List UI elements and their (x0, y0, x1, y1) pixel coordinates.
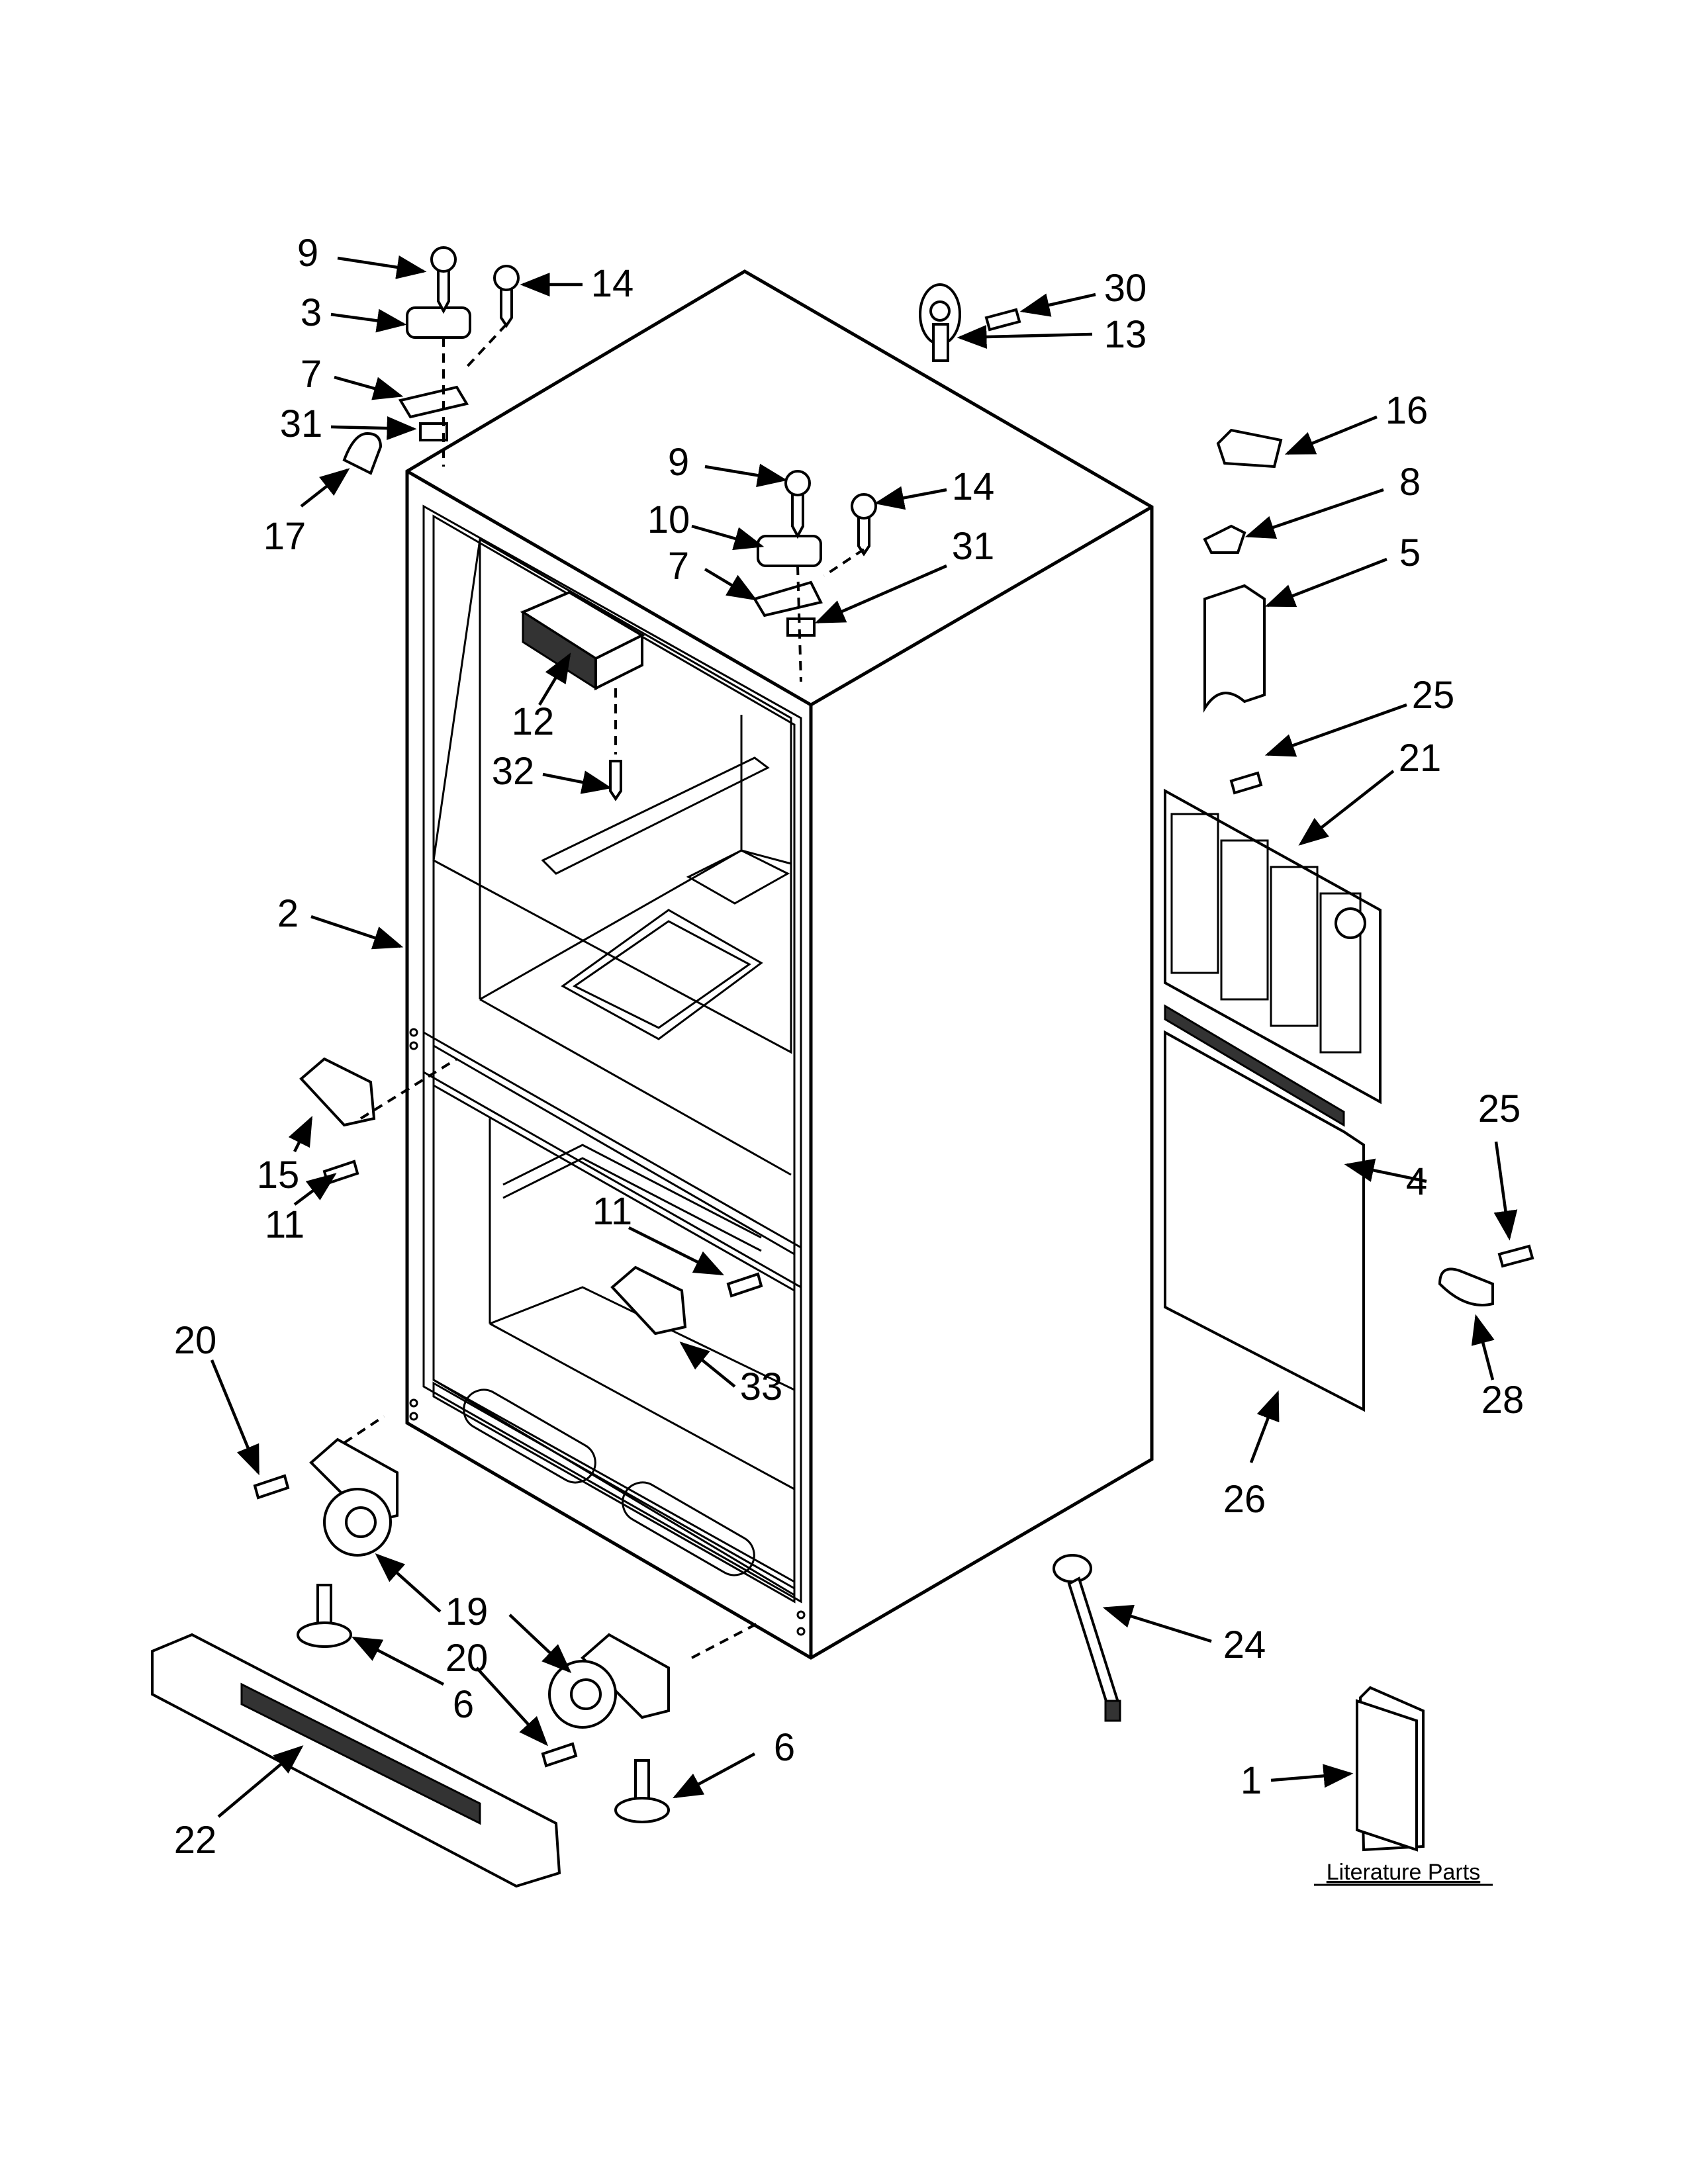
part-21-grille (1164, 771, 1382, 1105)
label-17: 17 (263, 515, 306, 558)
label-19: 19 (445, 1590, 489, 1633)
label-1: 1 (1241, 1759, 1262, 1802)
label-26: 26 (1223, 1478, 1266, 1521)
label-14-top-center: 14 (952, 465, 995, 508)
part-1-literature (1356, 1686, 1425, 1852)
label-8: 8 (1399, 461, 1421, 504)
part-24-wrench (1053, 1554, 1121, 1722)
label-20-left: 20 (174, 1319, 217, 1362)
label-7-top-left: 7 (301, 353, 322, 396)
top-hinge-left (398, 246, 520, 467)
roller-right (541, 1620, 762, 1823)
part-12-32 (520, 590, 645, 801)
part-15-11 (299, 1057, 458, 1185)
label-6-left: 6 (453, 1683, 474, 1726)
label-25-grille: 25 (1412, 674, 1455, 717)
label-9-top-left: 9 (297, 232, 318, 275)
part-13-30 (919, 283, 1021, 362)
label-7-top-center: 7 (668, 545, 689, 588)
literature-parts-caption: Literature Parts (1327, 1860, 1480, 1885)
label-25-clamp: 25 (1478, 1087, 1521, 1130)
part-33-11 (610, 1265, 763, 1336)
label-32: 32 (492, 750, 535, 793)
part-17 (342, 432, 383, 475)
callout-labels: 9 14 3 7 31 17 30 13 16 8 5 9 14 10 7 31… (174, 232, 1524, 1886)
label-22: 22 (174, 1819, 217, 1862)
label-24: 24 (1223, 1623, 1266, 1666)
label-31-top-center: 31 (952, 525, 995, 568)
label-3: 3 (301, 291, 322, 334)
label-9-top-center: 9 (668, 441, 689, 484)
label-31-top-left: 31 (280, 402, 323, 445)
roller-left (253, 1415, 399, 1648)
part-5 (1203, 584, 1266, 713)
label-14-top-left: 14 (591, 262, 634, 305)
label-28: 28 (1481, 1379, 1524, 1422)
label-21: 21 (1399, 737, 1442, 780)
part-16 (1216, 428, 1283, 469)
label-20-center: 20 (445, 1637, 489, 1680)
top-hinge-right (752, 470, 877, 682)
label-15: 15 (257, 1154, 300, 1197)
label-33: 33 (740, 1365, 783, 1408)
label-10: 10 (647, 498, 690, 541)
label-16: 16 (1385, 389, 1429, 432)
label-13: 13 (1104, 313, 1147, 356)
label-4: 4 (1406, 1160, 1427, 1203)
leader-arrows (210, 255, 1518, 1818)
label-12: 12 (512, 700, 555, 743)
label-5: 5 (1399, 531, 1421, 574)
part-8 (1203, 524, 1246, 554)
part-26 (1164, 1030, 1365, 1412)
label-6-right: 6 (774, 1726, 795, 1769)
part-4 (1164, 1004, 1345, 1127)
label-11-left: 11 (265, 1203, 305, 1246)
part-28-25 (1438, 1244, 1534, 1306)
part-22-toe-grille (151, 1633, 561, 1888)
label-2: 2 (277, 892, 299, 935)
label-11-center: 11 (592, 1190, 632, 1233)
label-30: 30 (1104, 267, 1147, 310)
cabinet (405, 269, 1154, 1660)
